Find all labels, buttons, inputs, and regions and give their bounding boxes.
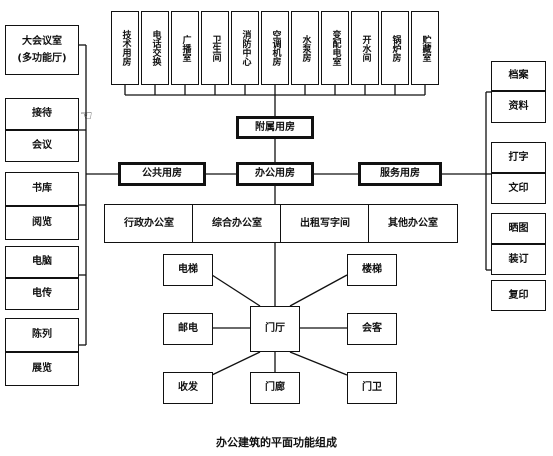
room-fire-center: 消防中心 [231, 11, 259, 85]
office-type-admin: 行政办公室 [104, 204, 194, 243]
left-item-multifunction: (多功能厅) [17, 53, 67, 64]
right-item-binding: 装订 [491, 244, 546, 275]
left-item-meeting: 会议 [5, 130, 79, 162]
room-tech: 技术用房 [111, 11, 139, 85]
office-type-general: 综合办公室 [192, 204, 282, 243]
left-group-meeting-hall: 大会议室 (多功能厅) [5, 25, 79, 75]
room-boiler: 锅炉房 [381, 11, 409, 85]
room-telephone: 电话交换 [141, 11, 169, 85]
diagram-caption: 办公建筑的平面功能组成 [216, 436, 337, 449]
porch: 门廊 [250, 372, 300, 404]
office-type-rental: 出租写字间 [280, 204, 370, 243]
room-substation: 变配电室 [321, 11, 349, 85]
right-item-typing: 打字 [491, 142, 546, 173]
entrance-hall: 门厅 [250, 306, 300, 352]
left-item-large-meeting: 大会议室 [22, 35, 62, 47]
left-item-exhibition: 展览 [5, 352, 79, 386]
right-item-documents: 资料 [491, 91, 546, 123]
pointing-hand-icon: ☜ [80, 108, 93, 124]
right-item-archives: 档案 [491, 61, 546, 91]
elevator: 电梯 [163, 254, 213, 286]
left-item-telex: 电传 [5, 278, 79, 310]
reception-room: 会客 [347, 313, 397, 345]
room-ac: 空调机房 [261, 11, 289, 85]
room-toilet: 卫生间 [201, 11, 229, 85]
public-rooms: 公共用房 [118, 162, 206, 186]
right-item-printing: 文印 [491, 173, 546, 204]
post-office: 邮电 [163, 313, 213, 345]
right-item-copying: 复印 [491, 280, 546, 311]
left-item-reading: 阅览 [5, 206, 79, 240]
office-type-other: 其他办公室 [368, 204, 458, 243]
room-pump: 水泵房 [291, 11, 319, 85]
left-item-display: 陈列 [5, 318, 79, 352]
left-item-reception: 接待 [5, 98, 79, 130]
room-broadcast: 广播室 [171, 11, 199, 85]
left-item-library: 书库 [5, 172, 79, 206]
annex-rooms: 附属用房 [236, 116, 314, 139]
stairs: 楼梯 [347, 254, 397, 286]
room-water: 开水间 [351, 11, 379, 85]
room-storage: 贮藏室 [411, 11, 439, 85]
mail-room: 收发 [163, 372, 213, 404]
service-rooms: 服务用房 [358, 162, 442, 186]
guard-room: 门卫 [347, 372, 397, 404]
office-rooms: 办公用房 [236, 162, 314, 186]
right-item-blueprint: 晒图 [491, 213, 546, 244]
left-item-computer: 电脑 [5, 246, 79, 278]
